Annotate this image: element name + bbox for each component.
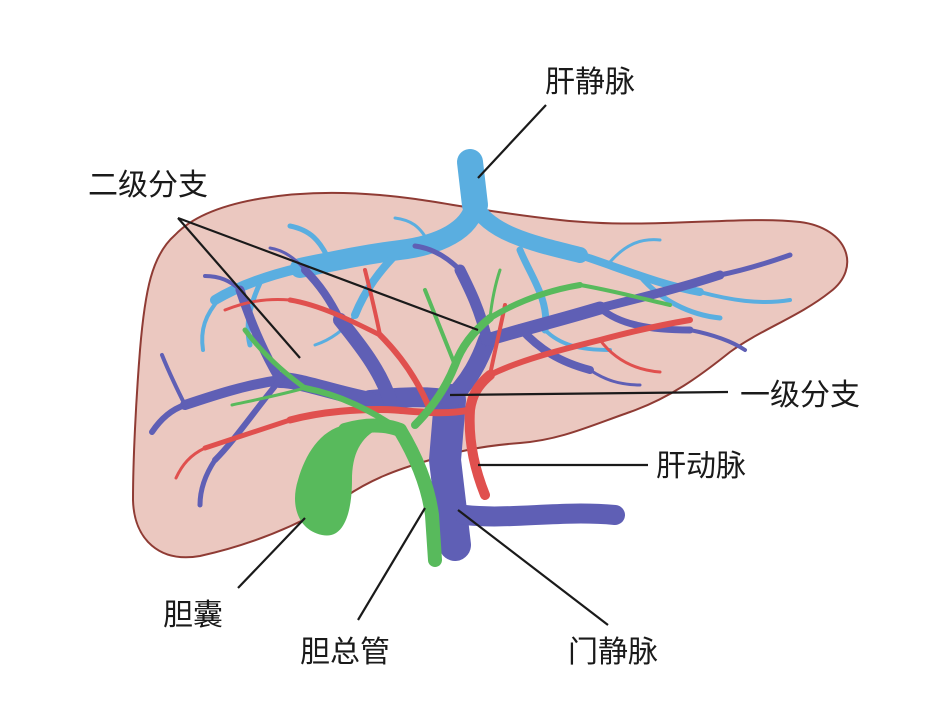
- label-gallbladder: 胆囊: [163, 598, 223, 633]
- leader-hepatic-vein: [477, 104, 547, 179]
- label-primary-branch: 一级分支: [740, 378, 860, 413]
- gallbladder-shape: [295, 425, 380, 536]
- leader-secondary-branch-b: [177, 216, 479, 332]
- label-hepatic-vein: 肝静脉: [545, 65, 635, 100]
- label-hepatic-artery: 肝动脉: [656, 449, 746, 484]
- leader-lines: [177, 104, 729, 626]
- leader-portal-vein: [457, 509, 609, 626]
- leader-gallbladder: [237, 517, 306, 589]
- hepatic-artery-network: [174, 268, 693, 500]
- hepatic-vein-network: [200, 149, 792, 352]
- label-common-bile-duct: 胆总管: [300, 635, 390, 670]
- leader-common-bile-duct: [357, 507, 426, 621]
- leader-primary-branch: [449, 390, 729, 397]
- label-secondary-branch: 二级分支: [88, 168, 208, 203]
- bile-duct-network: [230, 268, 672, 567]
- leader-secondary-branch-a: [177, 217, 301, 359]
- label-portal-vein: 门静脉: [568, 635, 658, 670]
